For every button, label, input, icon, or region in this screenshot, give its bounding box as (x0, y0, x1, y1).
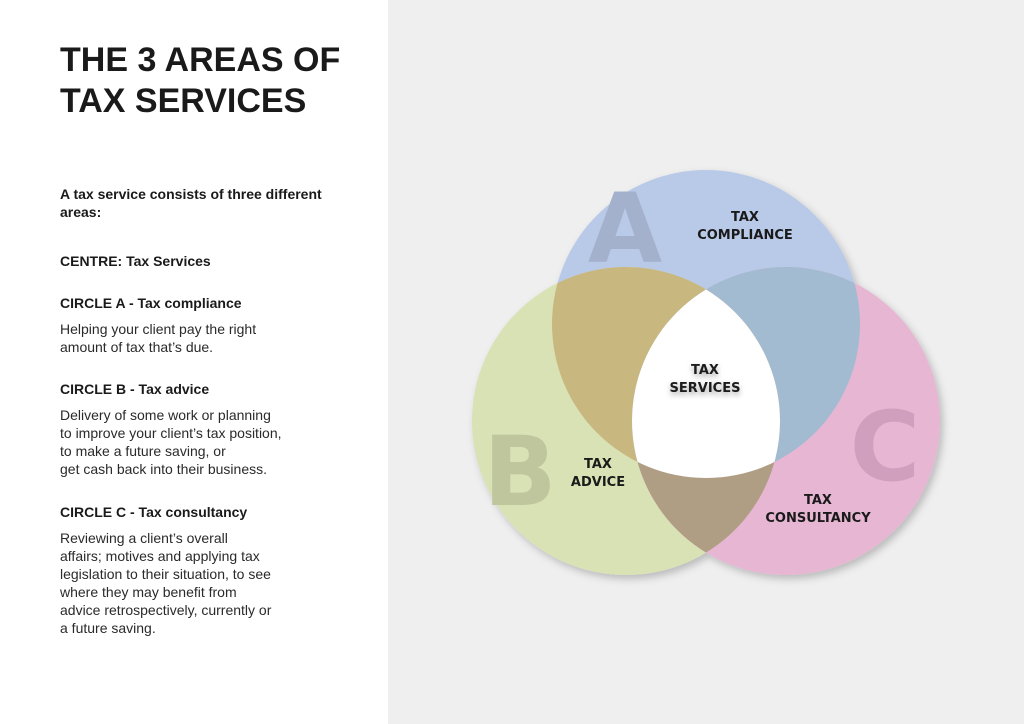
circle-c-body: Reviewing a client’s overall affairs; mo… (60, 530, 272, 636)
centre-region (632, 267, 780, 478)
page-title: THE 3 AREAS OF TAX SERVICES (60, 41, 341, 120)
label-centre-line2: SERVICES (670, 381, 741, 396)
label-c-line1: TAX (804, 493, 832, 508)
circle-b-body: Delivery of some work or planning to imp… (60, 407, 282, 477)
left-panel (0, 0, 388, 724)
letter-b: B (483, 416, 556, 528)
circle-a-heading: CIRCLE A - Tax compliance (60, 295, 242, 311)
circle-c-heading: CIRCLE C - Tax consultancy (60, 504, 248, 520)
label-a-line2: COMPLIANCE (697, 228, 793, 243)
centre-heading: CENTRE: Tax Services (60, 253, 211, 269)
label-centre-line1: TAX (691, 363, 719, 378)
circle-b-heading: CIRCLE B - Tax advice (60, 381, 210, 397)
intro-text: A tax service consists of three differen… (60, 186, 322, 220)
label-b-line2: ADVICE (571, 475, 625, 490)
circle-a-body: Helping your client pay the right amount… (60, 321, 257, 355)
label-b-line1: TAX (584, 457, 612, 472)
label-c-line2: CONSULTANCY (765, 511, 871, 526)
letter-a: A (588, 173, 662, 285)
letter-c: C (850, 391, 920, 503)
label-a-line1: TAX (731, 210, 759, 225)
